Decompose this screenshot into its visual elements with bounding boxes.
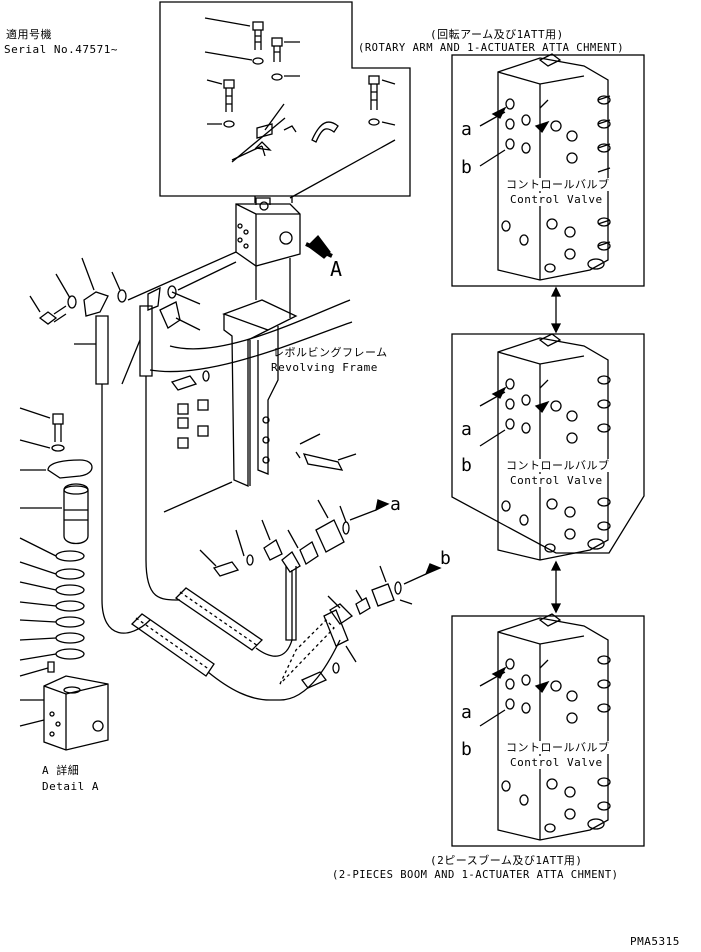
view-a-arrow bbox=[305, 235, 333, 259]
lower-fittings-a bbox=[199, 499, 390, 641]
cv-bottom-label-en: Control Valve bbox=[510, 756, 603, 769]
drawing-code: PMA5315 bbox=[630, 935, 680, 948]
pipes-upper bbox=[127, 251, 291, 318]
lower-fittings-b bbox=[279, 563, 442, 689]
revolving-frame-jp: レボルビングフレーム bbox=[273, 346, 388, 359]
lower-hose-2 bbox=[130, 613, 341, 701]
detail-a-jp: A 詳細 bbox=[42, 764, 80, 777]
cv-mid-port-a: a bbox=[461, 419, 473, 440]
valve-block bbox=[235, 197, 301, 267]
cv-bottom-port-b: b bbox=[461, 739, 473, 760]
cv-top-label-en: Control Valve bbox=[510, 193, 603, 206]
cv-panel-bottom-frame bbox=[451, 615, 645, 847]
callout-bolt-2 bbox=[271, 37, 300, 81]
cv-top-port-b: b bbox=[461, 157, 473, 178]
pipe-label-a: a bbox=[390, 494, 401, 515]
serial-number: Serial No.47571~ bbox=[4, 43, 118, 56]
revolving-frame-en: Revolving Frame bbox=[271, 361, 378, 374]
cv-bottom-port-a: a bbox=[461, 702, 473, 723]
detail-a-en: Detail A bbox=[42, 780, 99, 793]
outer-bolt bbox=[368, 75, 396, 126]
cv-bottom-label-jp: コントロールバルブ bbox=[506, 741, 610, 754]
cv-panel-mid-frame bbox=[451, 333, 645, 554]
cv-mid-label-en: Control Valve bbox=[510, 474, 603, 487]
detail-a-exploded bbox=[19, 407, 109, 751]
callout-bolt-3 bbox=[206, 79, 235, 128]
arrow-mid-bottom bbox=[550, 560, 562, 614]
control-valve-top bbox=[479, 53, 611, 281]
pipe-label-b: b bbox=[440, 548, 451, 569]
left-fittings bbox=[29, 257, 201, 331]
view-a-label: A bbox=[330, 257, 342, 281]
cv-top-port-a: a bbox=[461, 119, 473, 140]
callout-bolt-1 bbox=[204, 17, 264, 65]
lower-hose-1 bbox=[174, 570, 293, 657]
cv-panel-top-frame bbox=[451, 54, 645, 287]
bottom-caption-jp: (2ピースブーム及び1ATT用) bbox=[430, 854, 583, 867]
cv-top-label-jp: コントロールバルブ bbox=[506, 178, 610, 191]
cv-mid-port-b: b bbox=[461, 455, 473, 476]
top-callout-frame bbox=[159, 1, 411, 203]
cv-mid-label-jp: コントロールバルブ bbox=[506, 459, 610, 472]
arrow-top-mid bbox=[550, 286, 562, 334]
bottom-caption-en: (2-PIECES BOOM AND 1-ACTUATER ATTA CHMEN… bbox=[332, 869, 619, 881]
top-caption-jp: (回転アーム及び1ATT用) bbox=[430, 28, 564, 41]
callout-clamp-parts bbox=[231, 103, 339, 163]
left-hoses bbox=[74, 305, 181, 634]
frame-bolts bbox=[163, 370, 357, 513]
top-caption-en: (ROTARY ARM AND 1-ACTUATER ATTA CHMENT) bbox=[358, 42, 625, 54]
control-valve-bottom bbox=[479, 613, 611, 841]
applicability-label: 適用号機 bbox=[6, 28, 52, 41]
control-valve-mid bbox=[479, 333, 611, 561]
revolving-frame-bracket bbox=[149, 299, 353, 487]
